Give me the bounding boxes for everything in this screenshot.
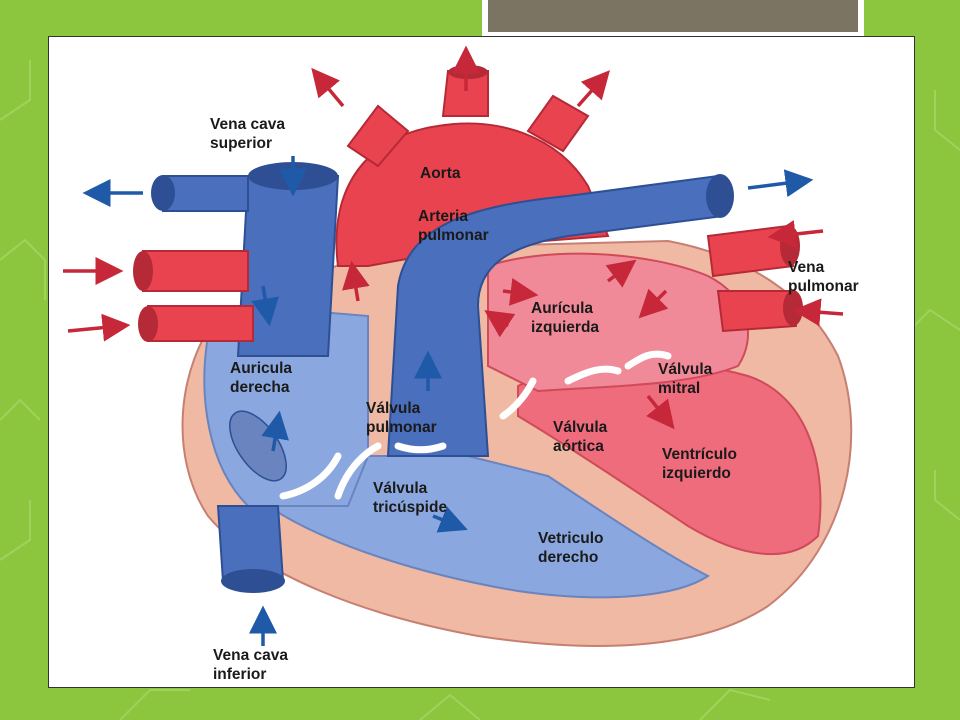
label-valvula-mitral-line1: Válvula — [658, 361, 713, 378]
pulmonary-vein-left-upper — [142, 250, 249, 292]
blue-arrow-3 — [251, 285, 279, 327]
red-arrow-11 — [638, 288, 669, 319]
red-arrow-6 — [767, 220, 824, 248]
aorta-branch-2 — [441, 70, 489, 117]
pulmonary-valve — [394, 377, 537, 454]
label-auricula-derecha-line1: Auricula — [230, 360, 292, 377]
label-arteria-pulmonar-line2: pulmonar — [418, 227, 489, 244]
pulmonary-vein-left-upper-opening — [133, 251, 153, 291]
label-arteria-pulmonar-line1: Arteria — [418, 208, 468, 225]
pulmonary-vein-right-lower-opening — [783, 290, 803, 326]
label-vetriculo-derecho-line1: Vetriculo — [538, 530, 603, 547]
label-vetriculo-derecho-line2: derecho — [538, 549, 598, 566]
pulmonary-vein-right-upper — [706, 224, 795, 278]
red-flow-arrows — [63, 45, 844, 430]
aorta-branch-1 — [346, 104, 410, 168]
red-arrow-8 — [342, 260, 370, 302]
red-arrow-12 — [484, 310, 516, 338]
label-auricula-izquierda-line2: izquierda — [531, 319, 599, 336]
blue-arrow-6 — [432, 506, 468, 533]
pulmonary-artery-opening — [706, 174, 734, 218]
pulmonary-vein-left-lower — [147, 305, 254, 342]
vena-cava-branch-opening — [151, 175, 175, 211]
label-auricula-derecha-line2: derecha — [230, 379, 290, 396]
slide-top-tab — [488, 0, 858, 32]
aorta-branch-2-opening — [448, 65, 488, 79]
label-aorta: Aorta — [420, 165, 461, 182]
pulmonary-artery — [386, 174, 725, 457]
label-auricula-izquierda-line1: Aurícula — [531, 300, 593, 317]
label-valvula-mitral-line2: mitral — [658, 380, 700, 397]
label-valvula-tricuspide-line1: Válvula — [373, 480, 428, 497]
red-arrow-13 — [646, 394, 675, 430]
label-vena-cava-inferior-line1: Vena cava — [213, 647, 288, 664]
red-arrow-10 — [605, 259, 637, 288]
tricuspid-valve — [279, 442, 382, 500]
mitral-valve — [564, 350, 672, 385]
red-arrow-7 — [792, 298, 844, 327]
red-arrow-9 — [502, 278, 539, 306]
inferior-vena-cava-opening — [221, 569, 285, 593]
red-arrow-5 — [67, 313, 131, 342]
label-valvula-aortica-line2: aórtica — [553, 438, 604, 455]
pulmonary-vein-left-lower-opening — [138, 306, 158, 342]
vena-cava-branch — [162, 175, 249, 212]
label-vena-cava-inferior-line2: inferior — [213, 666, 266, 683]
label-vena-pulmonar-line1: Vena — [788, 259, 825, 276]
label-valvula-pulmonar-line2: pulmonar — [366, 419, 437, 436]
red-arrow-3 — [576, 70, 610, 108]
label-ventriculo-izquierdo-line2: izquierdo — [662, 465, 731, 482]
heart-diagram: Vena cava superior Aorta Arteria pulmona… — [63, 45, 859, 683]
right-ventricle — [266, 455, 710, 599]
label-valvula-pulmonar-line1: Válvula — [366, 400, 421, 417]
aorta-branch-3 — [526, 94, 590, 153]
label-valvula-tricuspide-line2: tricúspide — [373, 499, 447, 516]
blue-arrow-7 — [747, 169, 814, 198]
red-arrow-1 — [311, 67, 345, 108]
blue-flow-arrows — [82, 156, 814, 646]
blue-arrow-4 — [261, 410, 289, 452]
label-vena-pulmonar-line2: pulmonar — [788, 278, 859, 295]
label-ventriculo-izquierdo-line1: Ventrículo — [662, 446, 737, 463]
label-vena-cava-superior-line1: Vena cava — [210, 116, 285, 133]
label-vena-cava-superior-line2: superior — [210, 135, 272, 152]
label-valvula-aortica-line1: Válvula — [553, 419, 608, 436]
